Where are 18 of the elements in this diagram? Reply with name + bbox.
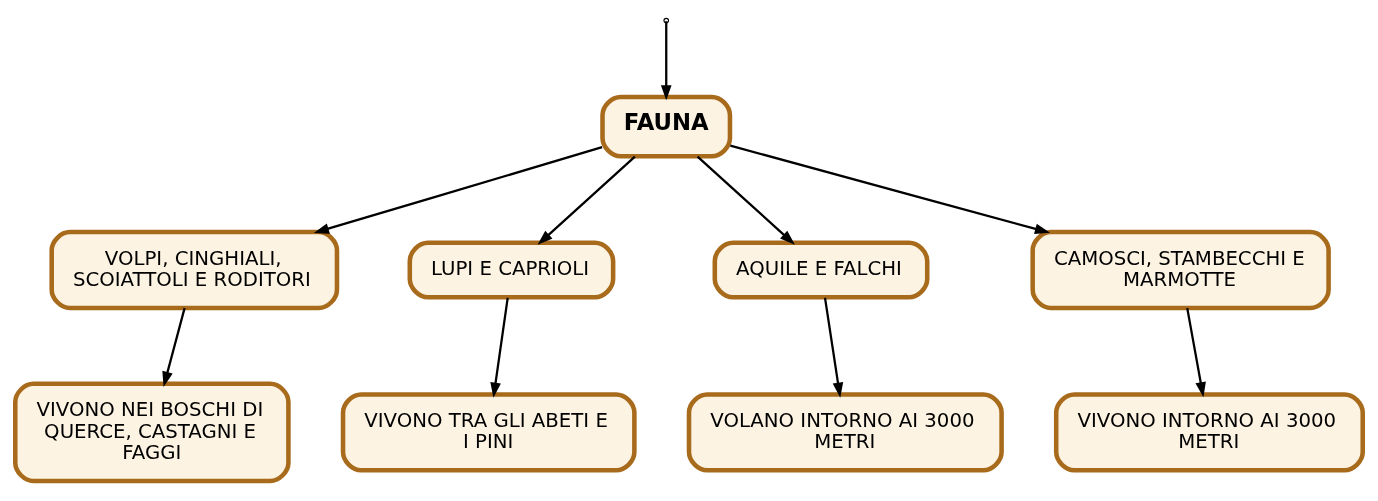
node-box: CAMOSCI, STAMBECCHI E MARMOTTE	[1030, 229, 1331, 311]
arrow	[537, 155, 636, 245]
arrow	[313, 146, 603, 234]
node-box: AQUILE E FALCHI	[712, 240, 930, 300]
arrow	[162, 307, 186, 387]
node-box: LUPI E CAPRIOLI	[407, 240, 616, 300]
node-box: VIVONO NEI BOSCHI DI QUERCE, CASTAGNI E FAGGI	[13, 381, 291, 484]
arrow	[660, 21, 672, 101]
node-box: VIVONO INTORNO AI 3000 METRI	[1053, 392, 1365, 473]
node-box: VIVONO TRA GLI ABETI E I PINI	[340, 392, 637, 473]
arrow	[1186, 307, 1206, 398]
node-box: VOLPI, CINGHIALI, SCOIATTOLI E RODITORI	[49, 229, 340, 311]
arrow	[730, 144, 1051, 234]
arrow	[823, 297, 844, 398]
arrow	[490, 297, 509, 398]
node-box: FAUNA	[600, 94, 733, 159]
node-box: VOLANO INTORNO AI 3000 METRI	[686, 392, 1004, 473]
arrow	[696, 155, 795, 245]
